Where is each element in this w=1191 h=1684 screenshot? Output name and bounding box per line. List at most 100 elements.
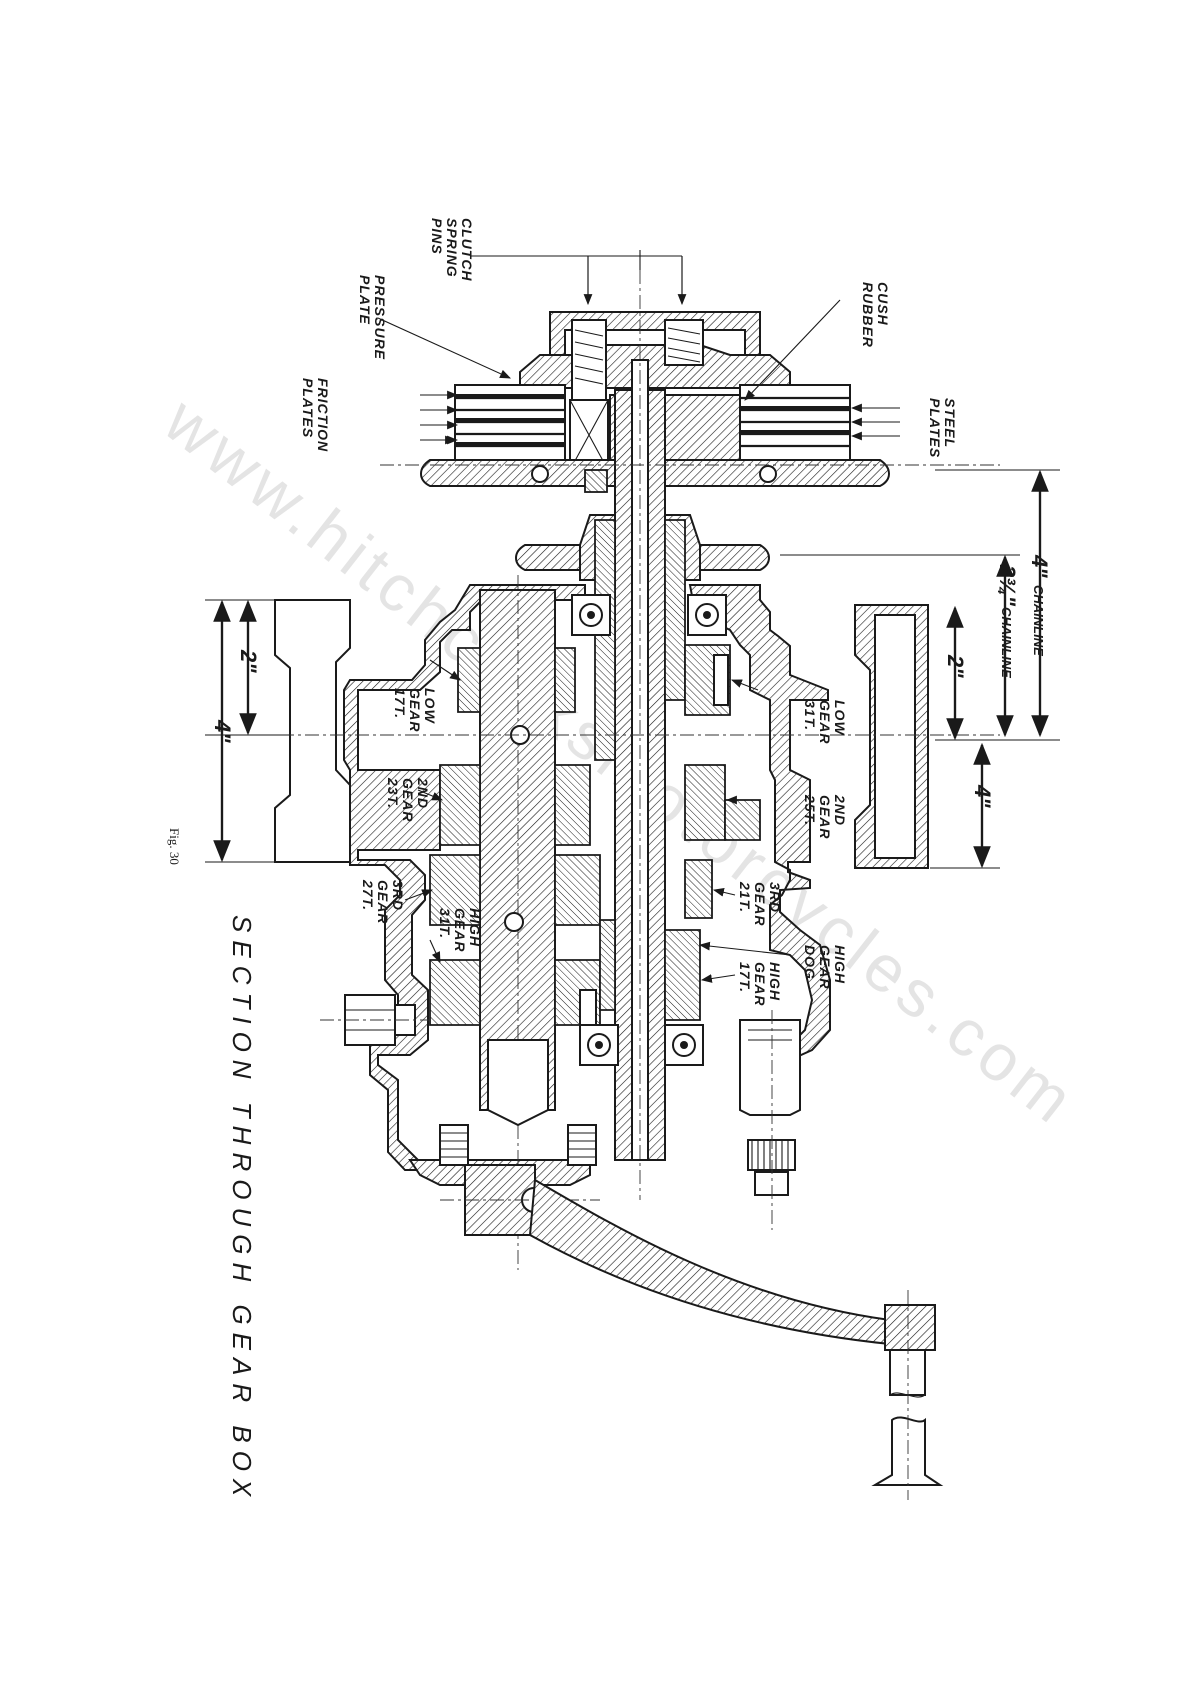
svg-text:PLATES: PLATES xyxy=(927,398,943,458)
label-steel-plates: STEEL PLATES xyxy=(927,398,958,458)
svg-text:LOW: LOW xyxy=(832,700,848,736)
svg-text:HIGH: HIGH xyxy=(832,945,848,984)
svg-text:GEAR: GEAR xyxy=(817,795,833,839)
svg-text:PLATES: PLATES xyxy=(300,378,316,438)
svg-text:3RD: 3RD xyxy=(390,880,406,911)
svg-text:17T.: 17T. xyxy=(737,962,753,993)
high-gear-17t xyxy=(664,929,701,1021)
kickstart-arm xyxy=(528,1178,902,1347)
svg-text:SECTION THROUGH GEAR BOX: SECTION THROUGH GEAR BOX xyxy=(227,915,257,1504)
svg-text:LOW: LOW xyxy=(422,688,438,724)
svg-text:2": 2" xyxy=(236,649,261,673)
second-gear-25t xyxy=(684,764,726,841)
label-friction-plates: FRICTION PLATES xyxy=(300,378,331,452)
label-high-gear-31t: HIGH GEAR 31T. xyxy=(437,908,483,952)
svg-text:CUSH: CUSH xyxy=(875,282,891,326)
layshaft-body xyxy=(479,589,556,1111)
svg-text:GEAR: GEAR xyxy=(452,908,468,952)
selector-knurled-nut xyxy=(747,1139,796,1171)
bearing-bottom-left xyxy=(579,1024,619,1066)
svg-text:17T.: 17T. xyxy=(392,688,408,719)
svg-text:2ND: 2ND xyxy=(832,794,848,826)
casing-right-wall xyxy=(688,584,831,1062)
low-gear-17t xyxy=(457,647,481,713)
label-low-gear-17t: LOW GEAR 17T. xyxy=(392,688,438,732)
svg-text:HIGH: HIGH xyxy=(467,908,483,947)
svg-text:4": 4" xyxy=(970,784,995,808)
selector-cap xyxy=(754,1171,789,1196)
dim-chainline-234: 2¾" CHAINLINE xyxy=(995,564,1020,678)
bearings xyxy=(439,594,727,1166)
clutch-roller-right xyxy=(759,465,777,483)
label-high-gear-dog: HIGH GEAR DOG xyxy=(802,945,848,989)
label-low-gear-31t: LOW GEAR 31T. xyxy=(802,700,848,744)
svg-text:PLATE: PLATE xyxy=(357,275,373,325)
third-gear-21t xyxy=(684,859,713,919)
kickstart-pedal-shank xyxy=(889,1349,926,1396)
dim-right-2: 2" xyxy=(943,654,968,678)
bearing-top-right xyxy=(687,594,727,636)
svg-text:PRESSURE: PRESSURE xyxy=(372,275,388,360)
dimension-lines xyxy=(205,469,1060,869)
page-title: SECTION THROUGH GEAR BOX xyxy=(227,915,257,1504)
svg-text:GEAR: GEAR xyxy=(752,882,768,926)
svg-text:STEEL: STEEL xyxy=(942,398,958,448)
clutch-centre-nut xyxy=(569,399,609,471)
svg-text:GEAR: GEAR xyxy=(407,688,423,732)
push-rod xyxy=(631,359,649,1161)
label-clutch-spring-pins: CLUTCH SPRING PINS xyxy=(429,218,475,282)
right-mounting-lug xyxy=(854,604,929,869)
layshaft xyxy=(479,575,556,1270)
svg-text:25T.: 25T. xyxy=(802,794,818,826)
svg-text:GEAR: GEAR xyxy=(400,778,416,822)
clutch-assembly xyxy=(420,311,890,493)
clutch-spring-right xyxy=(664,319,704,366)
needle-bearing-bottom xyxy=(439,1124,597,1166)
second-gear-23t xyxy=(439,764,481,846)
clutch-spring-left xyxy=(571,319,607,401)
selector-housing xyxy=(739,1019,801,1116)
label-second-gear-25t: 2ND GEAR 25T. xyxy=(802,794,848,839)
label-high-gear-17t: HIGH GEAR 17T. xyxy=(737,962,783,1006)
leader-lines xyxy=(377,255,900,983)
svg-text:2¾": 2¾" xyxy=(995,564,1020,607)
svg-text:4": 4" xyxy=(210,719,235,743)
kickstart-pedal-boss xyxy=(884,1304,936,1351)
construction-lines xyxy=(230,250,1000,736)
svg-text:23T.: 23T. xyxy=(385,777,401,809)
dim-right-4: 4" xyxy=(970,784,995,808)
svg-text:21T.: 21T. xyxy=(737,881,753,913)
selector-boss xyxy=(739,1010,801,1230)
third-gear-27t xyxy=(429,854,481,926)
layshaft-bore xyxy=(487,1039,549,1127)
clutch-shaft-nut xyxy=(584,469,608,493)
filler-bolt xyxy=(320,994,430,1046)
label-second-gear-23t: 2ND GEAR 23T. xyxy=(385,777,431,822)
steel-plates-stack xyxy=(739,384,851,464)
svg-text:GEAR: GEAR xyxy=(817,700,833,744)
svg-text:HIGH: HIGH xyxy=(767,962,783,1001)
bearing-bottom-right xyxy=(664,1024,704,1066)
label-third-gear-21t: 3RD GEAR 21T. xyxy=(737,881,783,926)
svg-text:RUBBER: RUBBER xyxy=(860,282,876,348)
svg-text:GEAR: GEAR xyxy=(752,962,768,1006)
dim-left-2: 2" xyxy=(236,649,261,673)
svg-text:27T.: 27T. xyxy=(360,879,376,911)
svg-text:2": 2" xyxy=(943,654,968,678)
friction-plates-stack xyxy=(454,384,566,464)
label-cush-rubber: CUSH RUBBER xyxy=(860,282,891,348)
bearing-top-left xyxy=(571,594,611,636)
clutch-roller-left xyxy=(531,465,549,483)
high-gear-dog xyxy=(599,919,616,1011)
mainshaft xyxy=(594,270,686,1200)
label-third-gear-27t: 3RD GEAR 27T. xyxy=(360,879,406,924)
svg-text:CLUTCH: CLUTCH xyxy=(459,218,475,282)
figure-number: Fig. 30 xyxy=(167,828,182,865)
svg-text:31T.: 31T. xyxy=(802,700,818,731)
svg-text:2ND: 2ND xyxy=(415,777,431,809)
svg-text:SPRING: SPRING xyxy=(444,218,460,278)
svg-text:PINS: PINS xyxy=(429,218,445,255)
labels: CLUTCH SPRING PINS PRESSURE PLATE FRICTI… xyxy=(167,218,1052,1504)
svg-text:3RD: 3RD xyxy=(767,882,783,913)
